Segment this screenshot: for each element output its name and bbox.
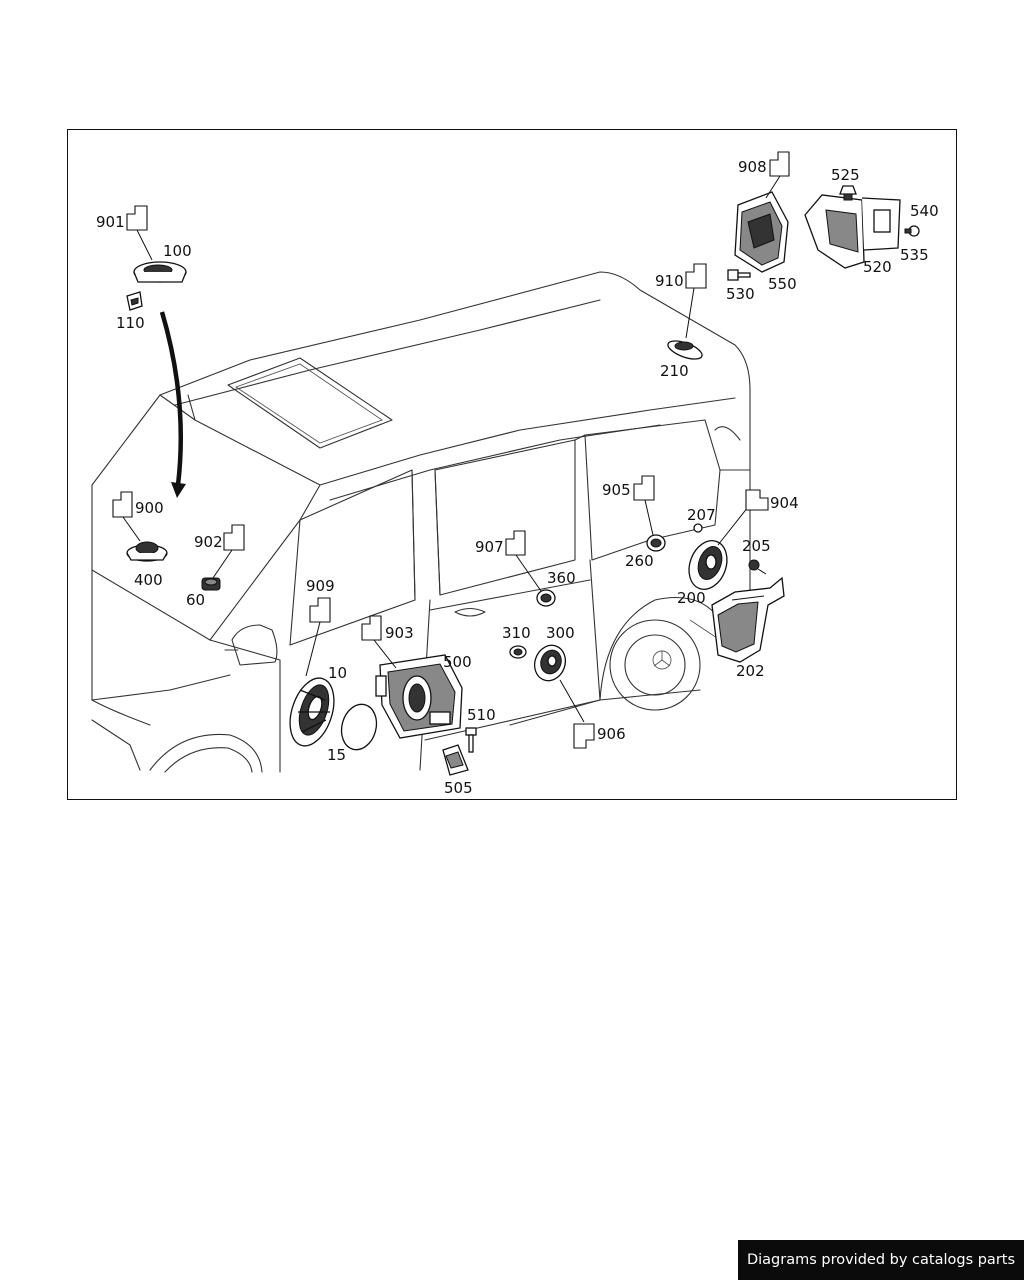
tweeter-210 (667, 287, 703, 360)
speaker-200 (688, 501, 753, 590)
tweeter-60 (201, 549, 233, 591)
speaker-box-202 (711, 576, 785, 663)
nut-207 (693, 523, 703, 533)
tweeter-260 (644, 499, 666, 552)
footer-credit: Diagrams provided by catalogs parts (738, 1240, 1024, 1280)
callout-210: 210 (660, 362, 689, 380)
callout-907: 907 (475, 538, 504, 556)
bolt-530 (727, 269, 751, 281)
van-body-outline (91, 271, 751, 773)
callout-909: 909 (306, 577, 335, 595)
callout-535: 535 (900, 246, 929, 264)
clip-310 (509, 645, 527, 659)
callout-400: 400 (134, 571, 163, 589)
callout-310: 310 (502, 624, 531, 642)
callout-300: 300 (546, 624, 575, 642)
callout-labels: 901 100 110 900 400 902 60 909 10 15 903… (96, 158, 939, 797)
callout-904: 904 (770, 494, 799, 512)
callout-100: 100 (163, 242, 192, 260)
cover-ring-15 (340, 703, 378, 751)
callout-906: 906 (597, 725, 626, 743)
callout-902: 902 (194, 533, 223, 551)
callout-207: 207 (687, 506, 716, 524)
callout-530: 530 (726, 285, 755, 303)
callout-202: 202 (736, 662, 765, 680)
callout-505: 505 (444, 779, 473, 797)
callout-510: 510 (467, 706, 496, 724)
callout-900: 900 (135, 499, 164, 517)
door-speaker-10 (289, 621, 335, 747)
callout-10: 10 (328, 664, 347, 682)
callout-15: 15 (327, 746, 346, 764)
callout-910: 910 (655, 272, 684, 290)
screw-535 (904, 225, 920, 237)
bolt-205 (748, 559, 767, 575)
diagram-frame (67, 129, 957, 800)
callout-260: 260 (625, 552, 654, 570)
amplifier-500 (373, 639, 463, 739)
bolt-510 (465, 727, 477, 753)
tweeter-360 (515, 554, 556, 607)
callout-360: 360 (547, 569, 576, 587)
callout-110: 110 (116, 314, 145, 332)
speaker-300 (533, 644, 585, 723)
bracket-505 (442, 744, 469, 776)
callout-200: 200 (677, 589, 706, 607)
speaker-400 (122, 516, 168, 562)
callout-205: 205 (742, 537, 771, 555)
tweeter-100 (133, 229, 187, 283)
clip-110 (126, 291, 143, 311)
bracket-520 (804, 194, 901, 269)
callout-908: 908 (738, 158, 767, 176)
callout-500: 500 (443, 653, 472, 671)
callout-520: 520 (863, 258, 892, 276)
callout-60: 60 (186, 591, 205, 609)
callout-905: 905 (602, 481, 631, 499)
callout-550: 550 (768, 275, 797, 293)
amplifier-550 (734, 175, 789, 273)
callout-525: 525 (831, 166, 860, 184)
callout-901: 901 (96, 213, 125, 231)
relocation-arrow (159, 311, 186, 498)
callout-903: 903 (385, 624, 414, 642)
callout-540: 540 (910, 202, 939, 220)
nut-525 (839, 185, 857, 201)
connector-symbols (112, 151, 790, 749)
